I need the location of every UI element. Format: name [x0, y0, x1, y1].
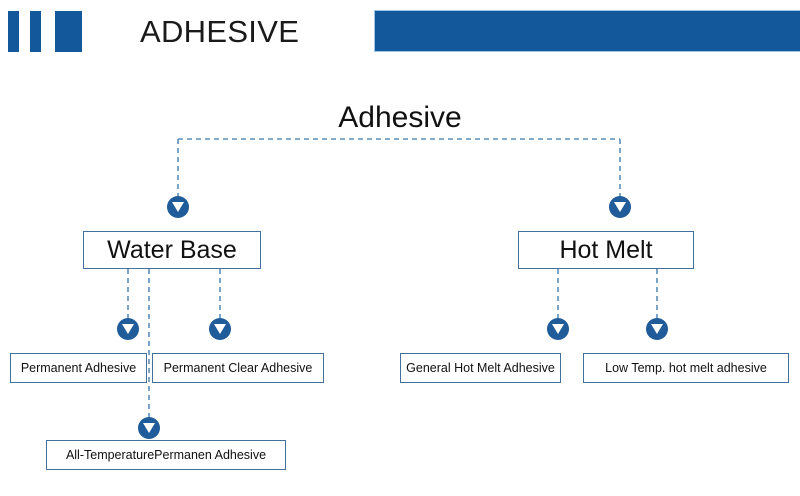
arrow-down-icon-hot-melt — [609, 196, 631, 218]
header-accent-bar-1 — [8, 11, 19, 52]
arrow-down-icon-water-base — [167, 196, 189, 218]
header-accent-bar-3 — [55, 11, 82, 52]
node-permanent-clear-adhesive[interactable]: Permanent Clear Adhesive — [152, 353, 324, 383]
arrow-down-icon-low-temp-hot-melt — [646, 318, 668, 340]
page-title: ADHESIVE — [140, 14, 300, 49]
node-permanent-adhesive[interactable]: Permanent Adhesive — [10, 353, 147, 383]
node-low-temp-hot-melt-adhesive[interactable]: Low Temp. hot melt adhesive — [583, 353, 789, 383]
node-water-base[interactable]: Water Base — [83, 231, 261, 269]
tree-root-label: Adhesive — [338, 101, 462, 134]
node-hot-melt[interactable]: Hot Melt — [518, 231, 694, 269]
node-general-hot-melt-adhesive[interactable]: General Hot Melt Adhesive — [400, 353, 561, 383]
arrow-down-icon-general-hot-melt — [547, 318, 569, 340]
header-banner — [374, 10, 800, 52]
arrow-down-icon-all-temperature — [138, 417, 160, 439]
arrow-down-icon-permanent-clear-adhesive — [209, 318, 231, 340]
arrow-down-icon-permanent-adhesive — [117, 318, 139, 340]
header-accent-bar-2 — [30, 11, 41, 52]
node-all-temperature-permanent-adhesive[interactable]: All-TemperaturePermanen Adhesive — [46, 440, 286, 470]
